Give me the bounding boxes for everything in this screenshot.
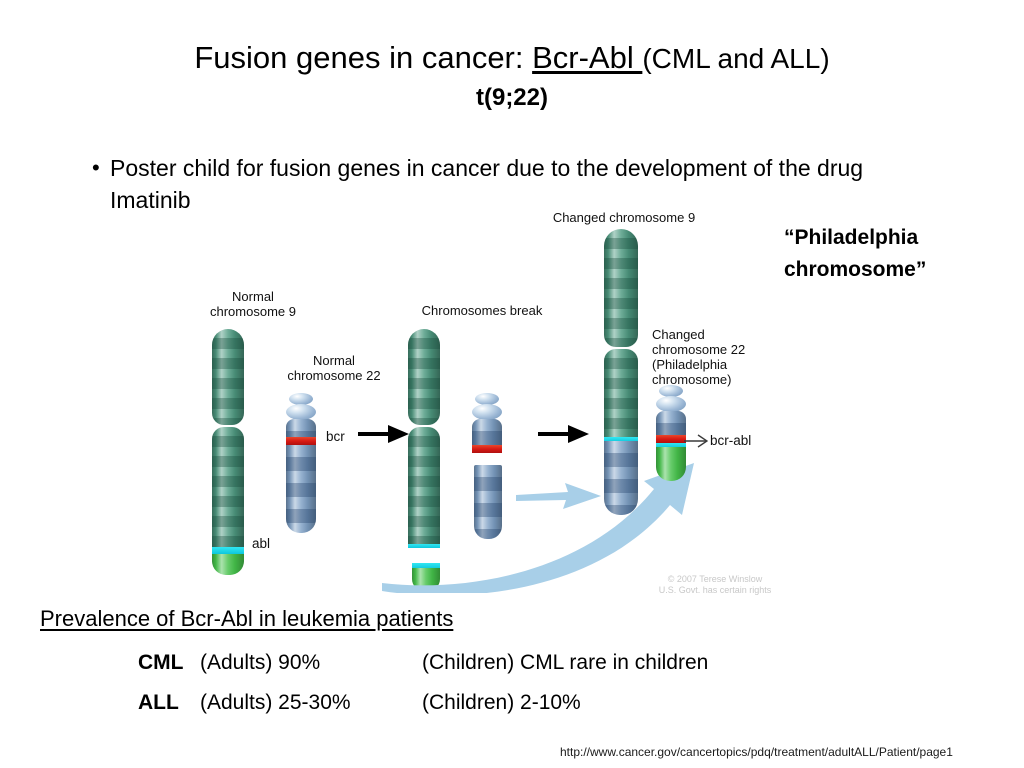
title-prefix: Fusion genes in cancer:	[194, 40, 533, 75]
copyright-line-2: U.S. Govt. has certain rights	[658, 585, 772, 595]
label-chromosomes-break: Chromosomes break	[421, 303, 543, 318]
arrow-right-black-2	[538, 425, 589, 443]
philadelphia-chromosome-callout: “Philadelphia chromosome”	[784, 222, 1004, 286]
prevalence-adults-all: (Adults) 25-30%	[200, 691, 351, 714]
arrow-right-black-1	[358, 425, 409, 443]
changed-chr9-cyan-junction	[604, 437, 638, 442]
chr22-frag-lobe-mid	[472, 404, 502, 420]
prevalence-children-cml: (Children) CML rare in children	[422, 651, 709, 674]
prevalence-children-all: (Children) 2-10%	[422, 691, 581, 714]
changed-chr9-blue-segment	[604, 441, 638, 515]
ph-blue-bands	[656, 411, 686, 437]
title-suffix: (CML and ALL)	[642, 43, 830, 74]
chr22-lobe-mid	[286, 404, 316, 420]
label-normal-chromosome-9: Normal chromosome 9	[210, 289, 296, 319]
gene-label-bcr-abl: bcr-abl	[710, 433, 752, 448]
philadelphia-chromosome	[656, 385, 686, 481]
abl-fragment-cyan-band	[412, 563, 440, 569]
source-url[interactable]: http://www.cancer.gov/cancertopics/pdq/t…	[560, 745, 953, 759]
bullet-marker-icon: •	[92, 155, 100, 180]
abl-cyan-band	[212, 547, 244, 554]
bullet-point: • Poster child for fusion genes in cance…	[92, 152, 932, 216]
label-normal-chromosome-22: Normal chromosome 22	[287, 353, 381, 383]
prevalence-adults-cml: (Adults) 90%	[200, 651, 321, 674]
prevalence-row-all: ALL (Adults) 25-30% (Children) 2-10%	[138, 690, 581, 716]
chr9-broken-upper-arm	[408, 329, 440, 425]
ph-lobe-top	[659, 385, 683, 397]
chr9-broken-upper-bands	[408, 329, 440, 425]
copyright-line-1: © 2007 Terese Winslow	[667, 574, 763, 584]
abl-green-tip	[212, 554, 244, 575]
prevalence-disease-all: ALL	[138, 691, 179, 714]
callout-line-1: “Philadelphia	[784, 226, 919, 249]
chr9-upper-arm	[212, 329, 244, 425]
callout-line-2: chromosome”	[784, 258, 927, 281]
chr9-break-cyan-edge	[408, 544, 440, 548]
gene-label-abl: abl	[252, 536, 271, 551]
prevalence-row-cml: CML (Adults) 90% (Children) CML rare in ch…	[138, 650, 708, 676]
label-changed-chromosome-22: Changed chromosome 22 (Philadelphia chro…	[652, 327, 746, 387]
ph-bcr-red-band	[656, 435, 686, 443]
prevalence-disease-cml: CML	[138, 651, 184, 674]
label-changed-chromosome-9: Changed chromosome 9	[552, 210, 696, 225]
prevalence-heading: Prevalence of Bcr-Abl in leukemia patien…	[40, 606, 454, 631]
ph-blue-body	[656, 411, 686, 437]
ph-abl-cyan-band	[656, 443, 686, 448]
arrow-right-blue-short	[516, 483, 601, 509]
changed-chr9-blue-bands	[604, 441, 638, 515]
bullet-text: Poster child for fusion genes in cancer …	[110, 155, 864, 213]
diagram-copyright: © 2007 Terese Winslow U.S. Govt. has cer…	[650, 574, 780, 596]
changed-chr9-upper-arm	[604, 229, 638, 347]
bcr-abl-pointer-icon	[684, 434, 708, 448]
chromosome-9-changed	[604, 229, 638, 515]
title-line-1: Fusion genes in cancer: Bcr-Abl (CML and…	[0, 38, 1024, 79]
ph-abl-green-segment	[656, 447, 686, 481]
chr9-upper-bands	[212, 329, 244, 425]
changed-chr9-lower-bands	[604, 349, 638, 439]
title-gene-name: Bcr-Abl	[532, 40, 643, 75]
bcr-abl-translocation-diagram: Normal chromosome 9 Normal chromosome 22…	[186, 205, 786, 595]
gene-label-bcr: bcr	[326, 429, 345, 444]
chromosome-9-normal	[212, 329, 244, 575]
slide-title: Fusion genes in cancer: Bcr-Abl (CML and…	[0, 38, 1024, 115]
title-translocation: t(9;22)	[475, 84, 548, 111]
changed-chr9-upper-bands	[604, 229, 638, 347]
changed-chr9-lower-arm	[604, 349, 638, 439]
chr22-frag-bcr-red-band	[472, 445, 502, 453]
chromosome-22-normal	[286, 393, 316, 533]
bcr-red-band	[286, 437, 316, 445]
chr22-lobe-top	[289, 393, 313, 405]
ph-lobe-mid	[656, 396, 686, 412]
chr22-frag-lobe-top	[475, 393, 499, 405]
